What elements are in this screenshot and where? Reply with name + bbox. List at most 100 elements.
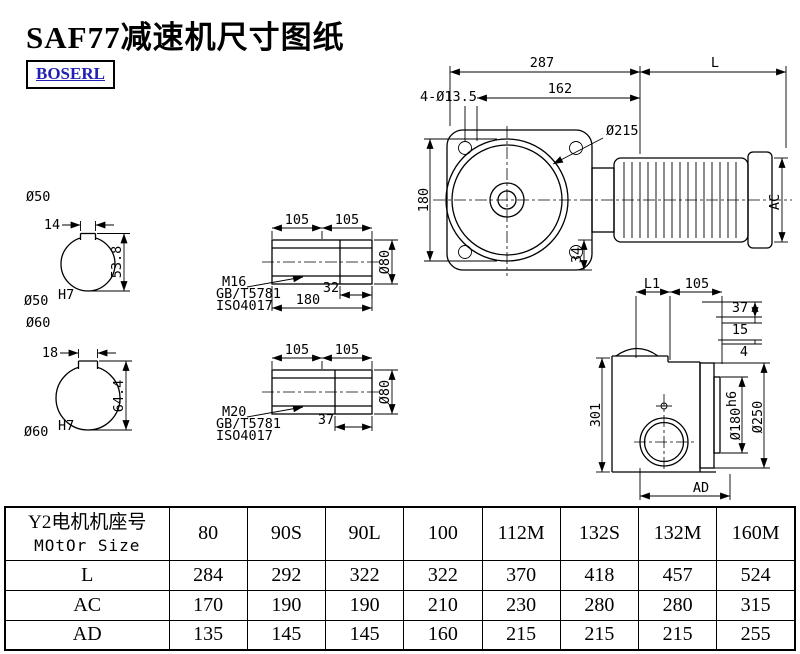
standard-iso-2: ISO4017 (216, 428, 273, 444)
dim-32: 32 (323, 280, 339, 296)
output-body-outline (611, 347, 721, 473)
table-cell: 190 (246, 589, 327, 621)
table-cell: 370 (481, 559, 561, 591)
dim-105-d: 105 (335, 342, 359, 358)
dim-flange-dia: Ø215 (606, 123, 639, 139)
shaft60-bore-label: Ø60 (24, 424, 48, 440)
dim-AD: AD (693, 480, 709, 496)
dim-15: 15 (732, 322, 748, 338)
table-cell: 457 (637, 559, 718, 591)
table-cell: 135 (168, 619, 248, 651)
thread-spec-m20: M20 (222, 404, 246, 420)
table-row-AD: AD 135 145 145 160 215 215 215 255 (4, 619, 796, 651)
table-cell: 255 (716, 619, 796, 651)
boserl-logo: BOSERL (26, 60, 115, 89)
dim-d80-a: Ø80 (377, 250, 393, 274)
logo-text: BOSERL (36, 64, 105, 83)
dim-bolt-holes: 4-Ø13.5 (420, 89, 477, 105)
table-cell: 524 (716, 559, 796, 591)
table-header-cell: 90S (246, 506, 327, 561)
table-cell: 292 (246, 559, 327, 591)
shaft50-bore-tolerance: H7 (58, 287, 74, 303)
sleeve-m20-view: 105 105 M20 GB/T5781 ISO4017 37 Ø80 (216, 342, 398, 444)
table-cell: 170 (168, 589, 248, 621)
table-cell: 145 (324, 619, 405, 651)
table-header-cell: 90L (324, 506, 405, 561)
table-header-label-cell: Y2电机机座号 MOtOr Size (4, 506, 170, 561)
shaft50-section: Ø50 14 53.8 Ø50 H7 (24, 189, 130, 309)
table-cell: 280 (559, 589, 640, 621)
table-row-L: L 284 292 322 322 370 418 457 524 (4, 559, 796, 591)
table-cell: 215 (481, 619, 561, 651)
sleeve-m16-view: 105 105 M16 GB/T5781 ISO4017 32 180 Ø80 (216, 212, 398, 314)
table-cell: 322 (403, 559, 483, 591)
dim-105-b: 105 (335, 212, 359, 228)
dim-180: 180 (416, 188, 432, 212)
shaft60-section: Ø60 18 64.4 Ø60 H7 (24, 315, 132, 440)
main-front-view: 287 L 162 4-Ø13.5 180 Ø215 AC 34 (416, 55, 792, 276)
table-header-cell: 100 (403, 506, 483, 561)
dim-key-width-50: 14 (44, 217, 60, 233)
dim-105-a: 105 (285, 212, 309, 228)
bolt-hole (458, 245, 472, 259)
dim-105-out: 105 (685, 276, 709, 292)
dim-4: 4 (740, 344, 748, 360)
shaft60-label: Ø60 (26, 315, 50, 331)
table-cell: 190 (324, 589, 405, 621)
dim-L: L (711, 55, 719, 71)
dim-spigot-tolerance: h6 (724, 391, 740, 407)
row-label-cell: L (4, 559, 170, 591)
dim-301: 301 (588, 403, 604, 427)
dim-key-height-60: 64.4 (111, 380, 127, 413)
table-cell: 315 (716, 589, 796, 621)
dim-180-total: 180 (296, 292, 320, 308)
shaft60-bore-tolerance: H7 (58, 418, 74, 434)
dim-AC: AC (767, 194, 783, 210)
dim-spigot-dia: Ø180 (728, 408, 744, 441)
shaft50-bore-label: Ø50 (24, 293, 48, 309)
dim-flange-dia-out: Ø250 (750, 401, 766, 434)
dim-105-c: 105 (285, 342, 309, 358)
table-cell: 322 (324, 559, 405, 591)
table-header-cell: 80 (168, 506, 248, 561)
dim-key-height-50: 53.8 (109, 246, 125, 279)
row-label-cell: AD (4, 619, 170, 651)
table-cell: 160 (403, 619, 483, 651)
standard-iso: ISO4017 (216, 298, 273, 314)
dim-162: 162 (548, 81, 572, 97)
table-cell: 145 (246, 619, 327, 651)
bolt-hole (569, 141, 583, 155)
table-cell: 215 (637, 619, 718, 651)
dim-key-width-60: 18 (42, 345, 58, 361)
technical-drawing: 287 L 162 4-Ø13.5 180 Ø215 AC 34 Ø50 (24, 55, 792, 500)
standard-gb: GB/T5781 (216, 286, 281, 302)
output-side-view: L1 105 37 15 4 (588, 276, 770, 500)
table-cell: 280 (637, 589, 718, 621)
row-label-cell: AC (4, 589, 170, 621)
table-row-AC: AC 170 190 190 210 230 280 280 315 (4, 589, 796, 621)
table-header-cell: 160M (716, 506, 796, 561)
dim-37-flange: 37 (732, 300, 748, 316)
bolt-hole (458, 141, 472, 155)
shaft50-label: Ø50 (26, 189, 50, 205)
table-header-cell: 112M (481, 506, 561, 561)
table-cell: 210 (403, 589, 483, 621)
page-title: SAF77减速机尺寸图纸 (26, 20, 345, 55)
shaft50-keyway (79, 232, 97, 240)
table-header-row: Y2电机机座号 MOtOr Size 80 90S 90L 100 112M 1… (4, 506, 796, 561)
dim-37-thread: 37 (318, 412, 334, 428)
thread-spec-m16: M16 (222, 274, 246, 290)
table-cell: 230 (481, 589, 561, 621)
dim-34: 34 (569, 247, 585, 263)
shaft60-keyway (77, 360, 99, 369)
table-cell: 284 (168, 559, 248, 591)
shaft50-circle (60, 236, 116, 292)
table-cell: 418 (559, 559, 640, 591)
dim-287: 287 (530, 55, 554, 71)
header-label-en: MOtOr Size (34, 535, 141, 555)
table-header-cell: 132S (559, 506, 640, 561)
dim-d80-b: Ø80 (377, 380, 393, 404)
table-header-cell: 132M (637, 506, 718, 561)
standard-gb-2: GB/T5781 (216, 416, 281, 432)
